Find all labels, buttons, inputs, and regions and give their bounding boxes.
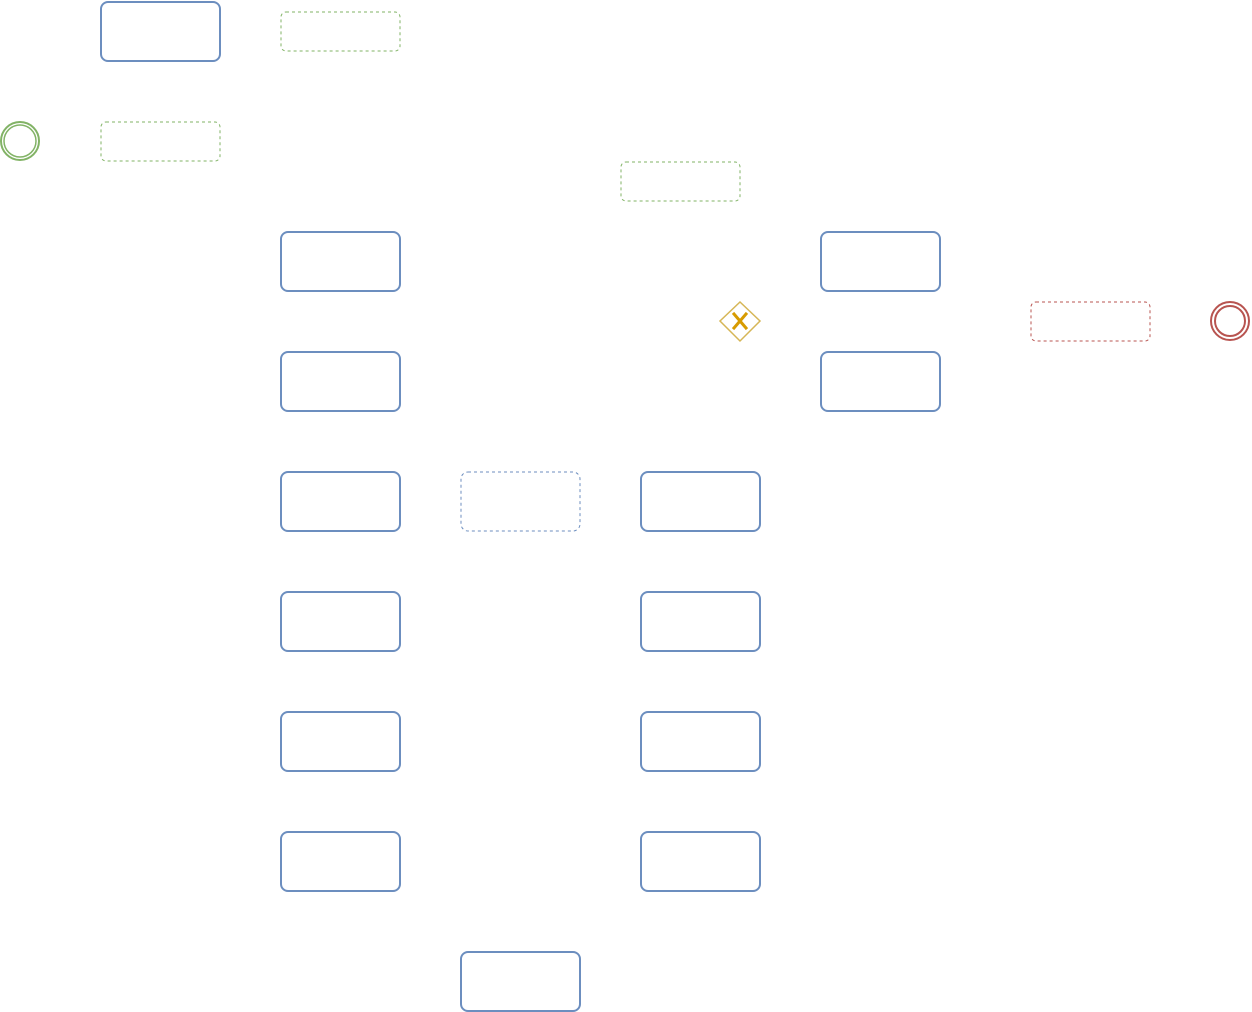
annotation-green-middle[interactable]	[620, 161, 741, 202]
task-bottom[interactable]	[460, 951, 581, 1012]
task-col1-row2[interactable]	[280, 351, 401, 412]
task-col3-row1[interactable]	[820, 231, 941, 292]
task-col2-row1[interactable]	[640, 471, 761, 532]
task-col2-row4[interactable]	[640, 831, 761, 892]
end-event-icon[interactable]	[1210, 301, 1250, 341]
task-col1-row3[interactable]	[280, 471, 401, 532]
task-col1-row4[interactable]	[280, 591, 401, 652]
task-col1-row5[interactable]	[280, 711, 401, 772]
task-col2-row3[interactable]	[640, 711, 761, 772]
annotation-green-left[interactable]	[100, 121, 221, 162]
task-top-left[interactable]	[100, 1, 221, 62]
task-col1-row6[interactable]	[280, 831, 401, 892]
task-col2-row2[interactable]	[640, 591, 761, 652]
task-col3-row2[interactable]	[820, 351, 941, 412]
annotation-blue[interactable]	[460, 471, 581, 532]
exclusive-gateway-icon[interactable]	[718, 300, 762, 343]
annotation-green-top[interactable]	[280, 11, 401, 52]
annotation-red[interactable]	[1030, 301, 1151, 342]
task-col1-row1[interactable]	[280, 231, 401, 292]
start-event-icon[interactable]	[0, 121, 40, 161]
